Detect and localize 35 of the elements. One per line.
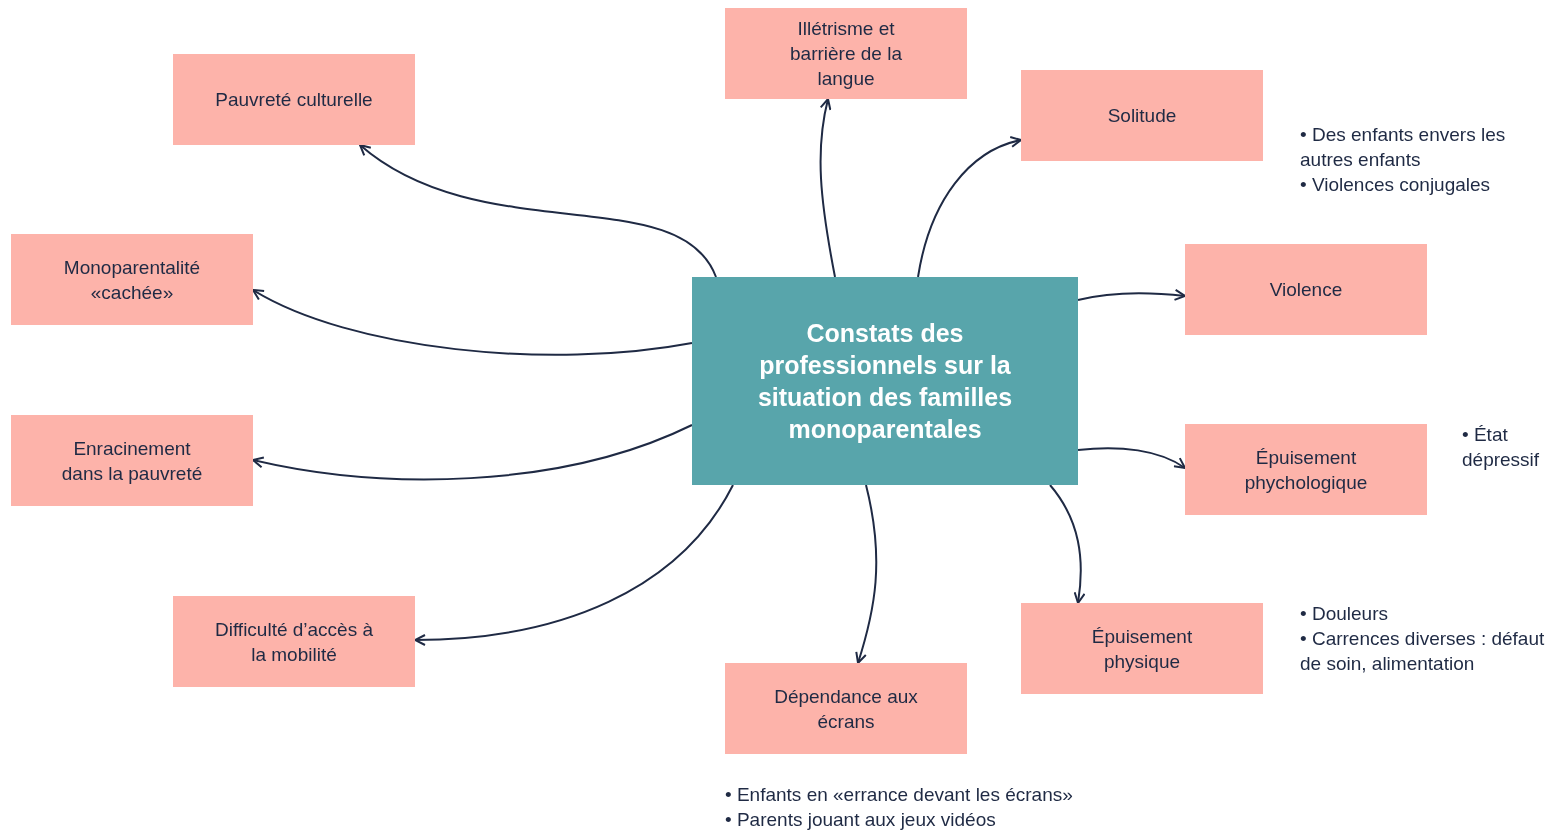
box-label: Épuisement physique (1090, 624, 1194, 674)
bullet-note: • Parents jouant aux jeux vidéos (725, 808, 997, 832)
box-label: Violence (1269, 278, 1343, 302)
box-label: Solitude (1107, 104, 1177, 128)
box-label: Dépendance aux écrans (773, 684, 919, 734)
bullet-note: • Des enfants envers les autres enfants (1300, 123, 1507, 172)
curved-arrow (855, 484, 878, 664)
curved-arrow (252, 424, 693, 481)
box-label: Illétrisme et barrière de la langue (789, 17, 903, 91)
curved-arrow (359, 144, 717, 278)
curved-arrow (1077, 447, 1186, 469)
curved-arrow (1049, 484, 1086, 604)
curved-arrow (1077, 289, 1186, 301)
box-label: Difficulté d’accès à la mobilité (213, 617, 375, 667)
box-label: Enracinement dans la pauvreté (60, 436, 204, 486)
curved-arrow (414, 484, 734, 646)
topic-box (173, 54, 415, 145)
box-label: Monoparentalité «cachée» (62, 255, 202, 305)
topic-box (173, 596, 415, 687)
box-label: Pauvreté culturelle (215, 88, 373, 112)
bullet-note: • Violences conjugales (1300, 173, 1492, 197)
topic-box (11, 415, 253, 506)
topic-box (11, 234, 253, 325)
box-label: Épuisement phychologique (1243, 445, 1369, 495)
bullet-note: • Enfants en «errance devant les écrans» (725, 783, 1074, 807)
topic-box (725, 8, 967, 99)
curved-arrow (252, 289, 693, 356)
bullet-note: • Carrences diverses : défaut de soin, alimentation (1300, 627, 1546, 676)
topic-box (1021, 70, 1263, 161)
box-label: Constats des professionnels sur la situation des familles monoparentales (756, 318, 1014, 445)
central-topic-box (692, 277, 1078, 485)
bullet-note: • État dépressif (1462, 423, 1541, 472)
curved-arrow (917, 136, 1022, 278)
bullet-note: • Douleurs (1300, 602, 1389, 626)
curved-arrow (819, 98, 836, 278)
